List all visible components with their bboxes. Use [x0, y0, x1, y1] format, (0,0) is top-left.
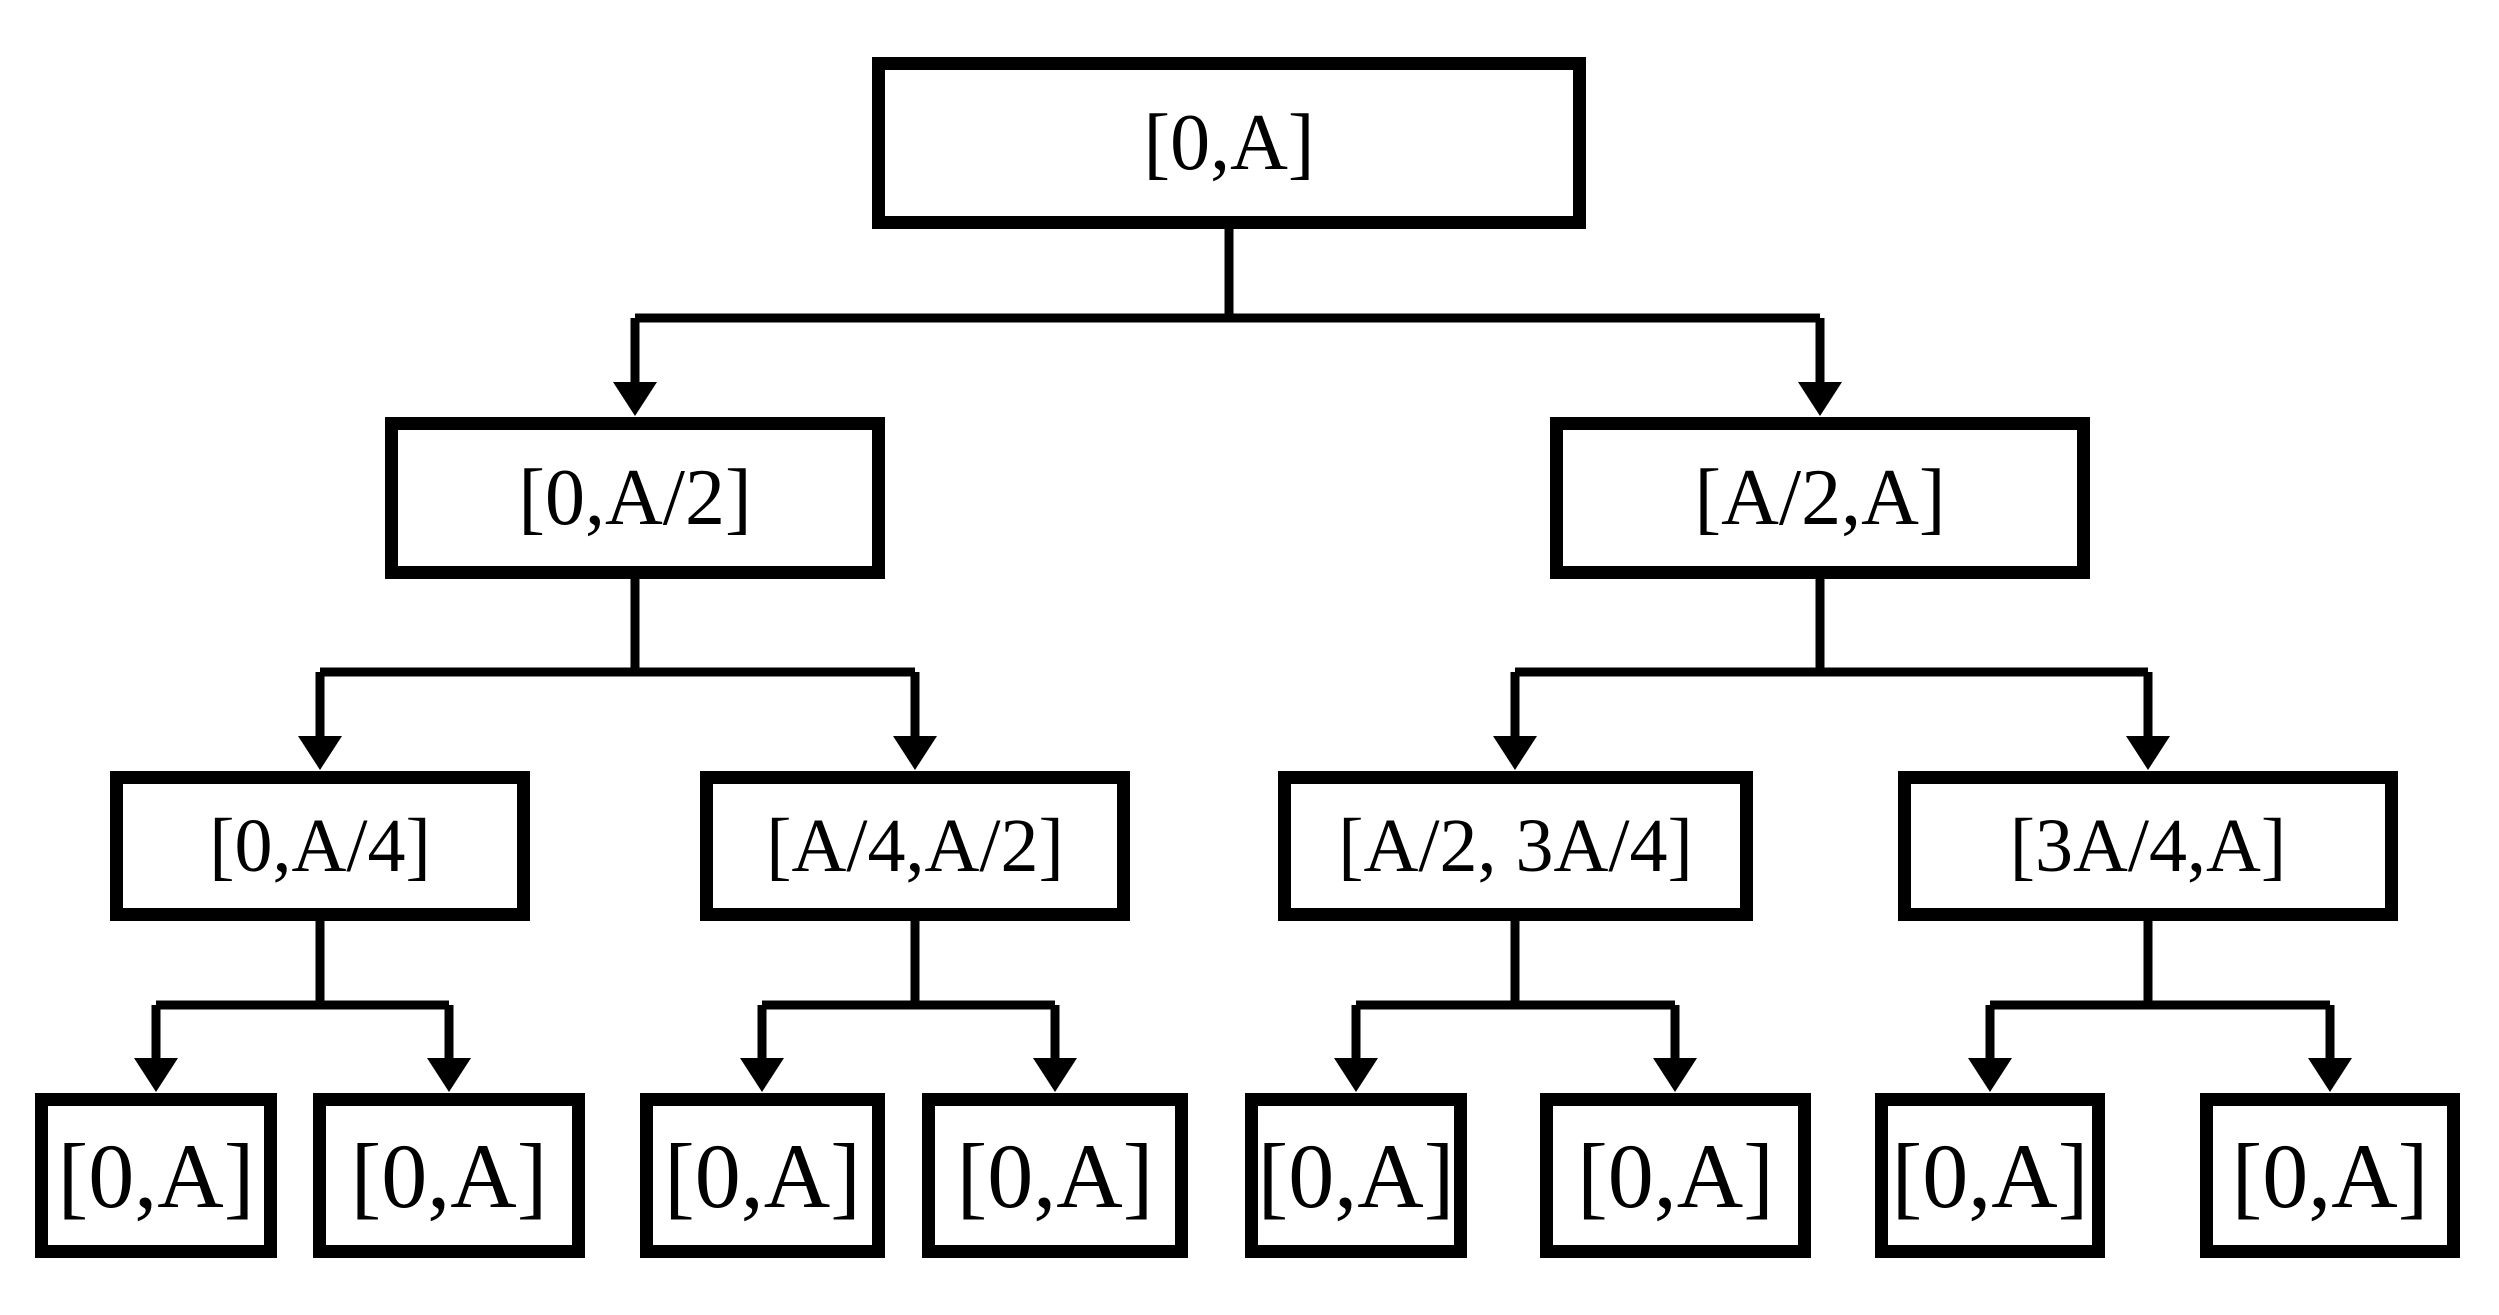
- tree-leaf-8-label: [0,A]: [2231, 1124, 2429, 1227]
- tree-node-a2-3a4: [A/2, 3A/4]: [1278, 771, 1753, 921]
- tree-node-0-a4-label: [0,A/4]: [209, 804, 431, 888]
- tree-node-a2-a: [A/2,A]: [1550, 417, 2090, 579]
- tree-node-0-a2-label: [0,A/2]: [518, 454, 752, 542]
- tree-leaf-4-label: [0,A]: [956, 1124, 1154, 1227]
- tree-leaf-1-label: [0,A]: [57, 1124, 255, 1227]
- tree-leaf-7: [0,A]: [1875, 1093, 2105, 1258]
- arrowhead-into-node-a2-3a4: [1493, 736, 1537, 770]
- arrowhead-into-node-0-a4: [298, 736, 342, 770]
- arrowhead-into-leaf-4: [1033, 1058, 1077, 1092]
- connector-a2-a-to-children: [1510, 579, 2153, 738]
- tree-node-3a4-a: [3A/4,A]: [1898, 771, 2398, 921]
- arrowhead-into-leaf-5: [1334, 1058, 1378, 1092]
- arrowhead-into-leaf-8: [2308, 1058, 2352, 1092]
- tree-leaf-5-label: [0,A]: [1257, 1124, 1455, 1227]
- connector-0-a4-to-leaves: [151, 921, 454, 1060]
- connector-3a4-a-to-leaves: [1985, 921, 2335, 1060]
- tree-leaf-6: [0,A]: [1540, 1093, 1811, 1258]
- arrowhead-into-node-a2-a: [1798, 382, 1842, 416]
- tree-node-a4-a2: [A/4,A/2]: [700, 771, 1130, 921]
- tree-node-a2-3a4-label: [A/2, 3A/4]: [1338, 804, 1693, 888]
- tree-leaf-8: [0,A]: [2200, 1093, 2460, 1258]
- tree-leaf-3: [0,A]: [640, 1093, 885, 1258]
- connector-0-a2-to-children: [315, 579, 920, 738]
- tree-node-root: [0,A]: [872, 57, 1586, 229]
- tree-node-3a4-a-label: [3A/4,A]: [2009, 804, 2287, 888]
- connector-root-to-level2: [630, 229, 1825, 384]
- tree-node-a4-a2-label: [A/4,A/2]: [766, 804, 1064, 888]
- tree-leaf-4: [0,A]: [922, 1093, 1188, 1258]
- tree-leaf-3-label: [0,A]: [664, 1124, 861, 1227]
- tree-leaf-6-label: [0,A]: [1577, 1124, 1774, 1227]
- arrowhead-into-node-3a4-a: [2126, 736, 2170, 770]
- arrowhead-into-leaf-1: [134, 1058, 178, 1092]
- arrowhead-into-leaf-3: [740, 1058, 784, 1092]
- tree-leaf-1: [0,A]: [35, 1093, 277, 1258]
- tree-leaf-7-label: [0,A]: [1891, 1124, 2089, 1227]
- tree-node-0-a4: [0,A/4]: [110, 771, 530, 921]
- tree-node-0-a2: [0,A/2]: [385, 417, 885, 579]
- tree-node-a2-a-label: [A/2,A]: [1694, 454, 1946, 542]
- tree-leaf-2-label: [0,A]: [350, 1124, 548, 1227]
- tree-leaf-5: [0,A]: [1245, 1093, 1467, 1258]
- tree-leaf-2: [0,A]: [313, 1093, 585, 1258]
- connector-a4-a2-to-leaves: [757, 921, 1060, 1060]
- arrowhead-into-node-a4-a2: [893, 736, 937, 770]
- tree-node-root-label: [0,A]: [1143, 99, 1315, 187]
- arrowhead-into-node-0-a2: [613, 382, 657, 416]
- arrowhead-into-leaf-6: [1653, 1058, 1697, 1092]
- arrowhead-into-leaf-2: [427, 1058, 471, 1092]
- arrowhead-into-leaf-7: [1968, 1058, 2012, 1092]
- connector-a2-3a4-to-leaves: [1351, 921, 1680, 1060]
